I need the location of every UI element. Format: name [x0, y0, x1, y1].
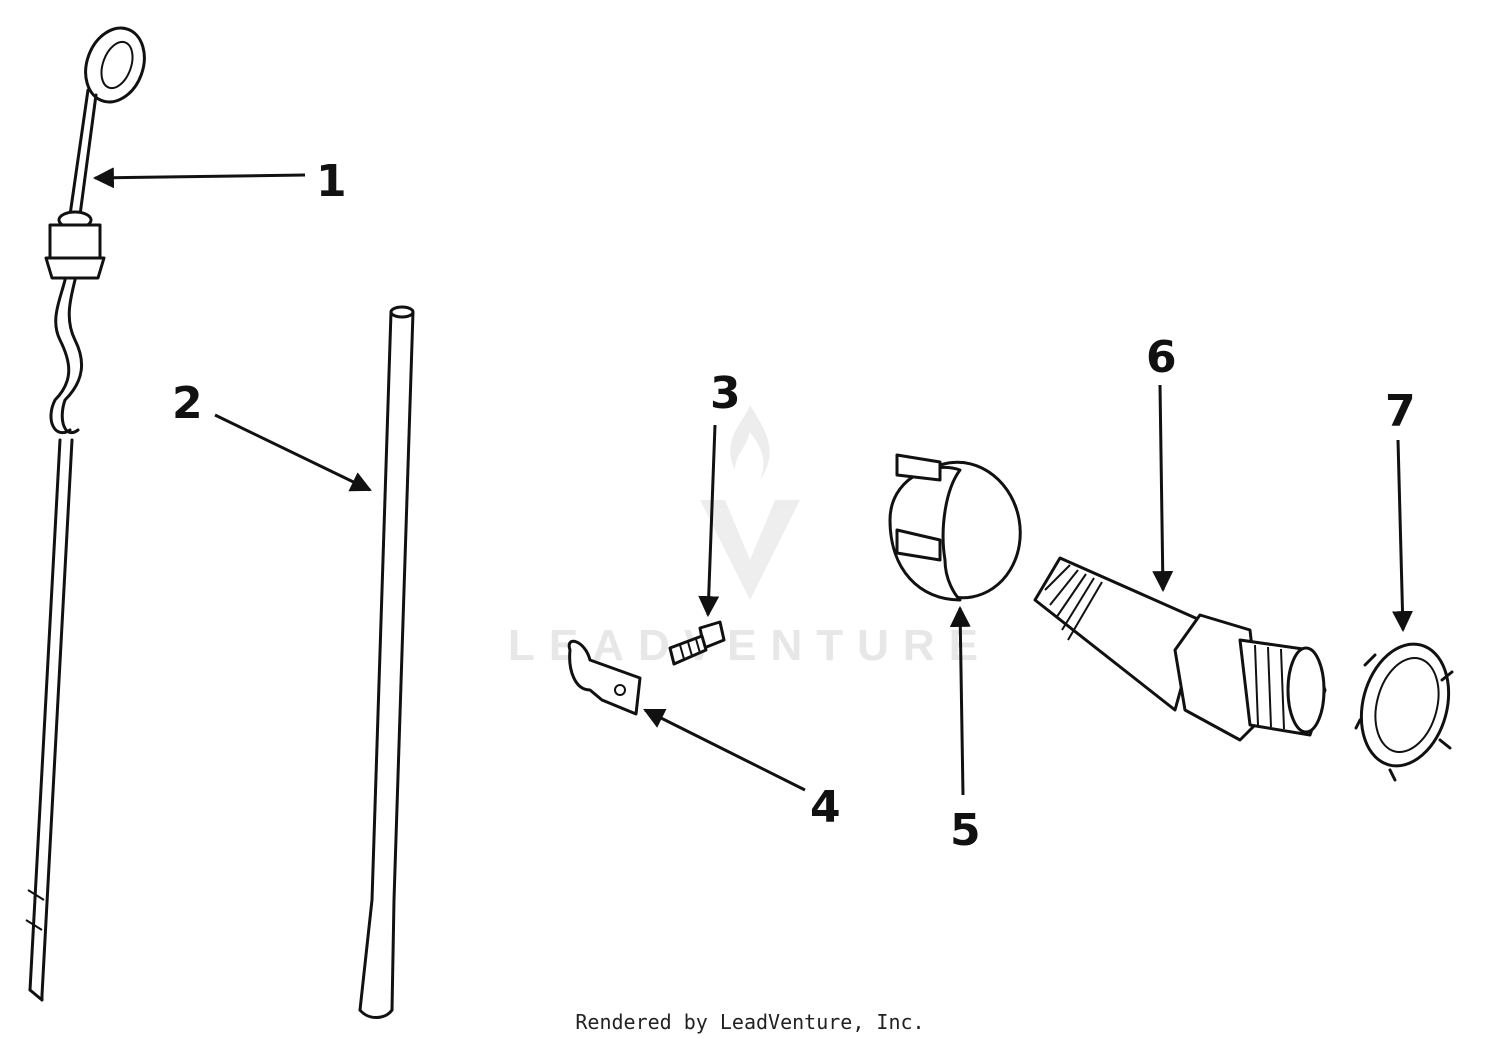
callout-6: 6 [1146, 332, 1177, 383]
leader-line-7 [1392, 439, 1413, 633]
leader-line-4 [643, 708, 806, 792]
callout-2: 2 [172, 378, 203, 429]
part-fitting [1033, 556, 1327, 742]
callout-7: 7 [1385, 386, 1416, 437]
callout-3: 3 [710, 368, 741, 419]
callouts: 1 2 3 4 5 6 7 [172, 156, 1416, 856]
footer-credit: Rendered by LeadVenture, Inc. [575, 1010, 925, 1034]
leader-line-2 [214, 413, 372, 492]
leader-line-1 [92, 167, 306, 189]
callout-5: 5 [950, 805, 981, 856]
callout-4: 4 [810, 782, 841, 833]
part-dipstick-tube [358, 305, 415, 1019]
part-screw [668, 620, 726, 666]
leader-line-6 [1152, 384, 1174, 593]
leader-line-3 [698, 424, 720, 618]
leader-lines [92, 167, 1413, 796]
part-dipstick [25, 26, 146, 1002]
callout-1: 1 [316, 156, 347, 207]
watermark-logo-icon [700, 405, 800, 600]
part-lock-nut [1354, 642, 1454, 782]
leader-line-5 [949, 605, 971, 796]
part-cap [888, 453, 1022, 602]
part-clamp [567, 639, 642, 716]
